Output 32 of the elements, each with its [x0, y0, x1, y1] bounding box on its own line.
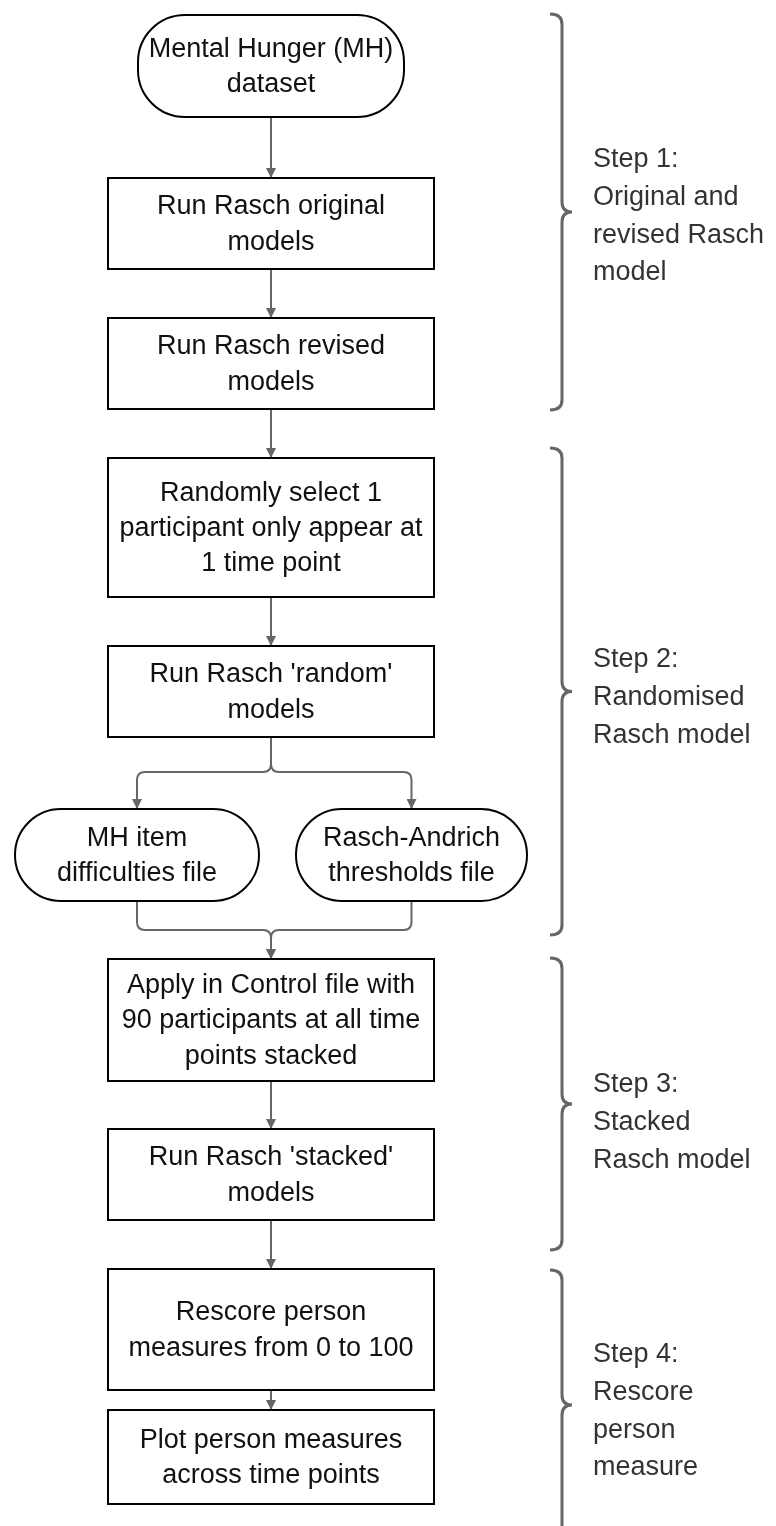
arrow: [266, 1390, 276, 1410]
step-label: Step 4: Rescore person measure: [593, 1337, 700, 1484]
process-box: [107, 317, 435, 410]
step-label: Step 1: Original and revised Rasch model: [593, 142, 765, 289]
node-text: MH item difficulties file: [55, 820, 219, 889]
arrow: [266, 901, 413, 959]
arrow: [266, 597, 276, 646]
node-text: Rescore person measures from 0 to 100: [127, 1295, 415, 1364]
node-text: Run Rasch revised models: [155, 329, 387, 398]
step-label: Step 3: Stacked Rasch model: [593, 1067, 752, 1176]
arrow: [266, 117, 276, 178]
node-text: Randomly select 1 participant only appear at 1 time point: [118, 475, 424, 580]
arrow: [266, 269, 276, 318]
process-box: [107, 1128, 435, 1221]
step-label: Step 2: Randomised Rasch model: [593, 642, 752, 751]
process-box: [107, 645, 435, 738]
arrow: [266, 1220, 276, 1269]
process-box: [107, 1409, 435, 1505]
process-box: [107, 177, 435, 270]
node-text: Run Rasch 'stacked' models: [147, 1140, 395, 1209]
node-text: Run Rasch original models: [155, 189, 387, 258]
arrow: [266, 409, 276, 458]
node-text: Plot person measures across time points: [138, 1422, 404, 1491]
process-box: [107, 958, 435, 1082]
node-text: Rasch-Andrich thresholds file: [321, 820, 502, 889]
process-box: [107, 1268, 435, 1391]
node-text: Run Rasch 'random' models: [148, 657, 394, 726]
node-text: Mental Hunger (MH) dataset: [147, 31, 395, 100]
arrow: [266, 1081, 276, 1129]
node-text: Apply in Control file with 90 participants at all time points stacked: [120, 968, 422, 1072]
arrow: [270, 737, 417, 809]
process-box: [107, 457, 435, 598]
